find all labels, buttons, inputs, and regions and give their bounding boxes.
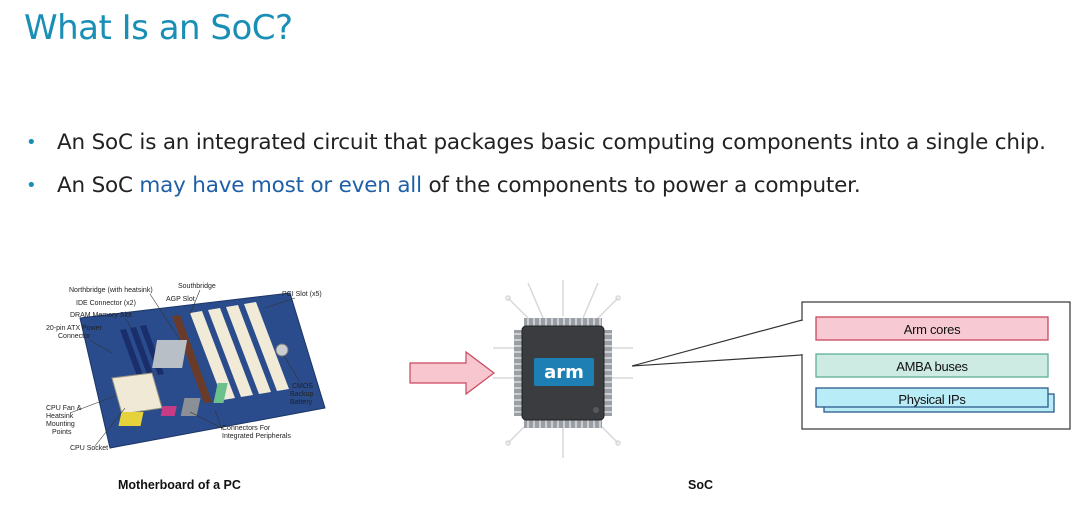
- label-fan-1: CPU Fan &: [46, 405, 82, 412]
- label-agp: AGP Slot: [166, 296, 195, 303]
- arm-logo: arm: [544, 362, 584, 383]
- label-atx-2: Connector: [58, 333, 91, 340]
- component-label: Arm cores: [904, 322, 961, 337]
- label-pci: PCI Slot (x5): [282, 291, 322, 298]
- motherboard-caption: Motherboard of a PC: [118, 478, 241, 492]
- label-cmos-2: Backup: [290, 391, 313, 398]
- label-fan-4: Points: [52, 429, 72, 436]
- component-arm-cores: [815, 316, 1049, 341]
- bullet-text-post: of the components to power a computer.: [421, 173, 861, 198]
- northbridge-heatsink: [152, 340, 188, 368]
- label-conn-2: Integrated Peripherals: [222, 433, 291, 440]
- label-dram: DRAM Memory Slot: [70, 312, 132, 319]
- label-ide: IDE Connector (x2): [76, 300, 136, 307]
- bullet-text: An SoC is an integrated circuit that pac…: [57, 130, 1046, 155]
- component-amba-buses: [815, 353, 1049, 378]
- bullet-dot-icon: •: [26, 175, 37, 196]
- label-fan-2: Heatsink: [46, 413, 74, 420]
- label-cmos-1: CMOS: [292, 383, 313, 390]
- label-southbridge: Southbridge: [178, 283, 216, 290]
- soc-chip-illustration: arm: [493, 280, 633, 458]
- label-cmos-3: Battery: [290, 399, 313, 406]
- pci-slots: [190, 302, 289, 400]
- agp-slot: [172, 315, 212, 403]
- bullet-dot-icon: •: [26, 132, 37, 153]
- label-northbridge: Northbridge (with heatsink): [69, 287, 153, 294]
- arrow-icon: [409, 350, 495, 396]
- motherboard-illustration: Northbridge (with heatsink) Southbridge …: [46, 283, 326, 452]
- label-atx-1: 20-pin ATX Power: [46, 325, 103, 332]
- soc-caption: SoC: [688, 478, 713, 492]
- component-label: AMBA buses: [896, 359, 968, 374]
- callout-pointer: [631, 319, 803, 367]
- arm-logo-box: [534, 358, 594, 386]
- chip-pins: [514, 318, 612, 428]
- page-title: What Is an SoC?: [24, 8, 293, 48]
- soc-components-callout: Arm cores AMBA buses Physical IPs: [631, 301, 1071, 430]
- label-socket: CPU Socket: [70, 445, 108, 452]
- label-conn-1: Connectors For: [222, 425, 271, 432]
- bullet-text-highlight: may have most or even all: [139, 173, 422, 198]
- bullet-text-pre: An SoC: [57, 173, 140, 198]
- label-fan-3: Mounting: [46, 421, 75, 428]
- bullet-list: • An SoC is an integrated circuit that p…: [26, 126, 1066, 212]
- component-label: Physical IPs: [898, 392, 966, 407]
- bullet-item-2: • An SoC may have most or even all of th…: [26, 169, 1066, 202]
- cpu-socket: [111, 372, 163, 415]
- bullet-item-1: • An SoC is an integrated circuit that p…: [26, 126, 1066, 159]
- component-physical-ips: [815, 387, 1049, 408]
